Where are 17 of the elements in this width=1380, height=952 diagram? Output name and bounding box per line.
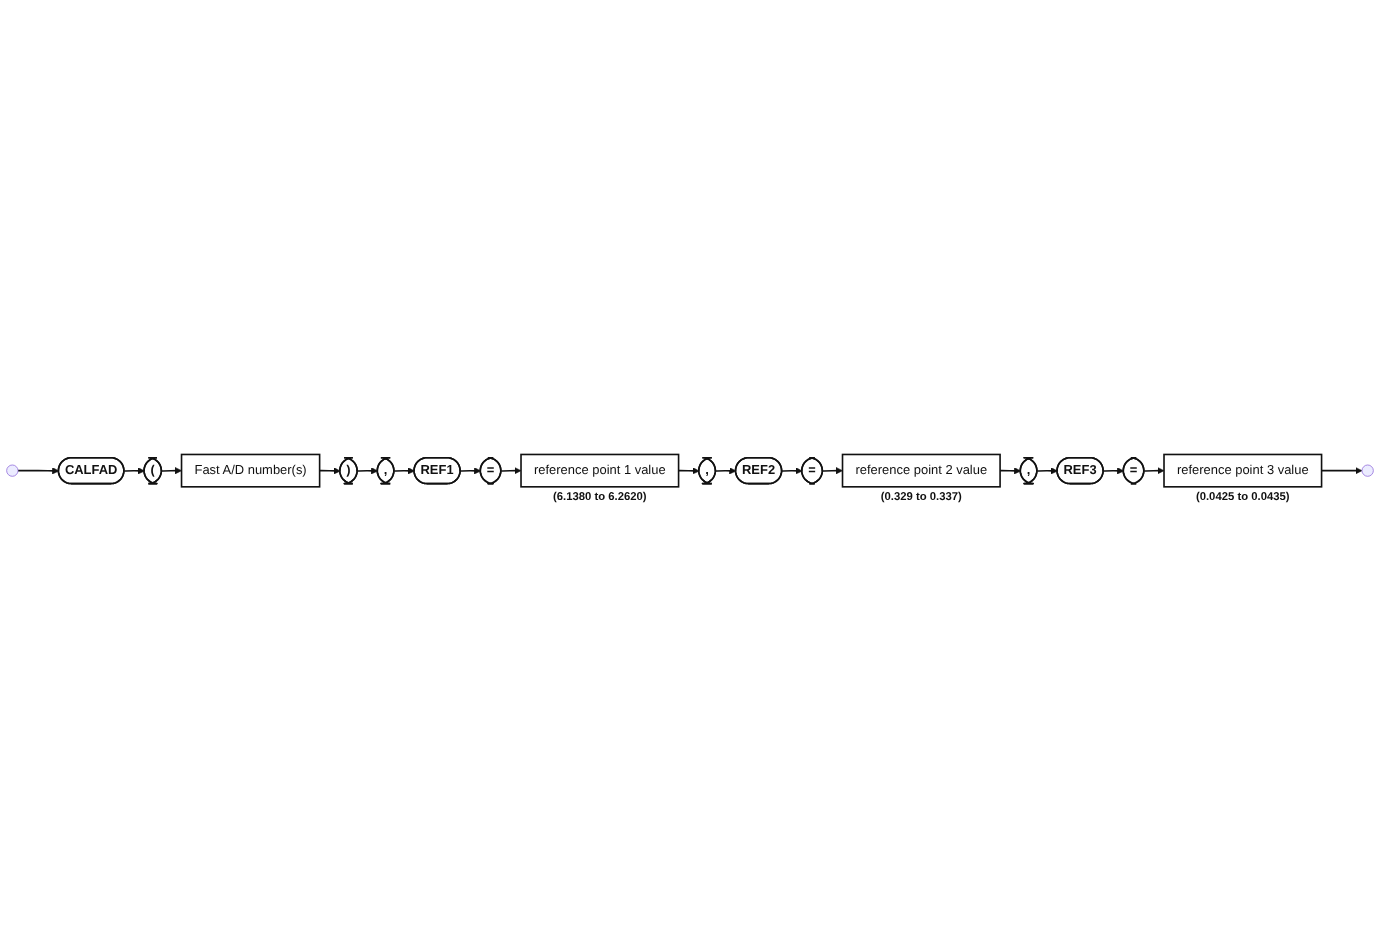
arrow bbox=[781, 466, 803, 475]
arrow bbox=[821, 466, 843, 474]
arrow bbox=[393, 466, 415, 475]
arrow bbox=[318, 466, 341, 475]
arrow bbox=[1036, 466, 1058, 475]
arrow bbox=[459, 466, 482, 475]
arrow bbox=[714, 466, 737, 475]
arrow bbox=[1320, 466, 1363, 474]
arrow bbox=[123, 466, 145, 475]
arrow bbox=[356, 466, 379, 475]
arrow bbox=[1143, 466, 1165, 474]
arrow bbox=[677, 466, 700, 475]
arrow bbox=[17, 466, 60, 475]
arrow bbox=[1102, 466, 1125, 475]
arrow bbox=[500, 466, 522, 474]
arrow bbox=[160, 466, 182, 474]
arrow bbox=[999, 466, 1022, 475]
